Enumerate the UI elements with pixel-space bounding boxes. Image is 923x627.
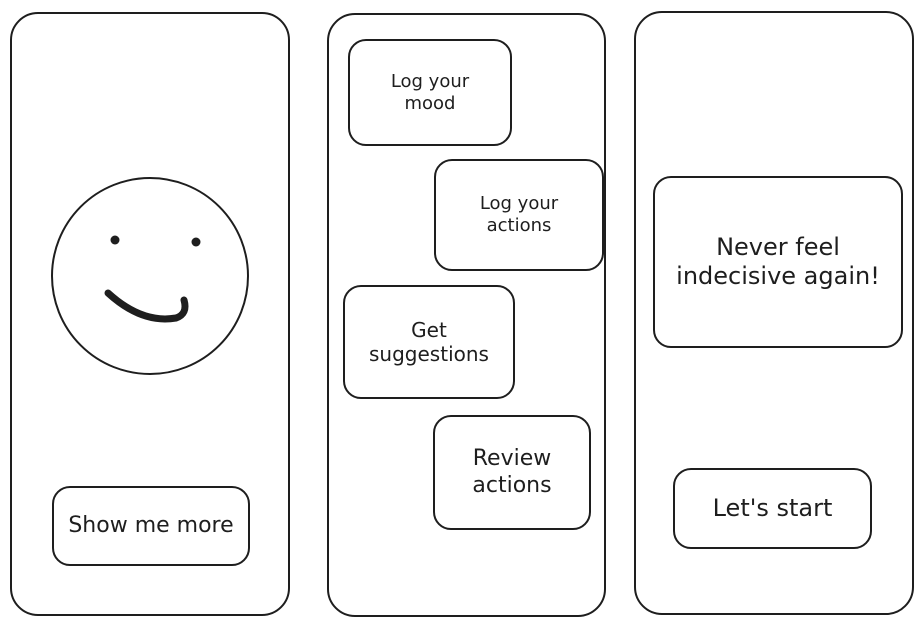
lets-start-button[interactable]: Let's start (673, 468, 872, 549)
feature-card-line: actions (486, 215, 552, 236)
feature-card-get-suggestions: Get suggestions (343, 285, 515, 399)
feature-card-line: Log your (479, 193, 559, 215)
onboarding-screen-3: Never feel indecisive again! Let's start (634, 11, 914, 615)
smiley-face-icon (51, 177, 249, 375)
feature-card-review-actions: Review actions (433, 415, 591, 530)
feature-card-line: Log your (390, 70, 470, 92)
onboarding-screen-1: Show me more (10, 12, 290, 616)
show-me-more-button[interactable]: Show me more (52, 486, 250, 566)
show-me-more-label: Show me more (68, 512, 234, 538)
feature-card-line: mood (404, 92, 456, 114)
feature-card-line: Get (411, 318, 447, 342)
tagline-line: indecisive again! (676, 262, 880, 290)
feature-card-log-mood: Log your mood (348, 39, 512, 146)
feature-card-line: Review (472, 446, 552, 472)
onboarding-screen-2: Log your mood Log your actions Get sugge… (327, 13, 606, 617)
lets-start-label: Let's start (712, 494, 833, 523)
tagline-line: Never feel (716, 233, 840, 262)
feature-card-log-actions: Log your actions (434, 159, 604, 271)
tagline-card: Never feel indecisive again! (653, 176, 903, 348)
feature-card-line: suggestions (369, 342, 489, 366)
feature-card-line: actions (472, 472, 552, 498)
